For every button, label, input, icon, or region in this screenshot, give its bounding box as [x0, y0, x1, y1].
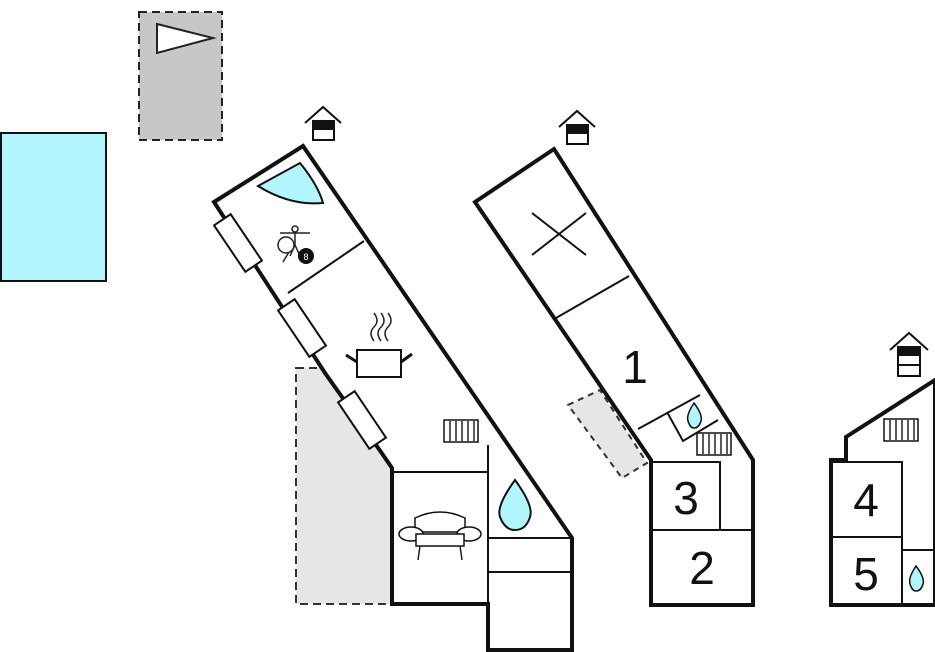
- whirlpool-icon: [256, 161, 325, 205]
- swimming-pool: [0, 132, 107, 282]
- outdoor-area: [566, 388, 649, 480]
- wall: [831, 461, 903, 605]
- wall: [287, 240, 365, 294]
- water-drop-icon: [686, 401, 703, 429]
- wall: [555, 275, 630, 319]
- room-number-4: 4: [853, 474, 879, 526]
- activity-icon: 8: [277, 225, 314, 264]
- house-entrance-icon: [889, 331, 929, 377]
- wall: [666, 411, 719, 443]
- sofa-icon: [398, 511, 482, 561]
- building-3: 4 5: [829, 331, 935, 607]
- wall: [637, 394, 701, 430]
- room-number-5: 5: [853, 548, 879, 600]
- window: [212, 212, 264, 274]
- radiator-icon: [883, 418, 919, 442]
- building-1: 8: [211, 105, 574, 652]
- room-number-2: 2: [689, 542, 715, 594]
- cooking-pot-icon: [345, 312, 413, 378]
- radiator-icon: [443, 419, 479, 443]
- house-entrance-icon: [558, 109, 596, 145]
- house-entrance-icon: [304, 105, 342, 141]
- room-number-1: 1: [622, 341, 648, 393]
- direction-arrow-icon: [156, 22, 217, 55]
- water-drop-icon: [498, 478, 532, 532]
- window: [276, 297, 328, 359]
- open-void-cross-icon: [531, 212, 587, 256]
- water-drop-icon: [908, 564, 925, 592]
- building-2: 1 3 2: [472, 109, 755, 607]
- room-number-3: 3: [673, 472, 699, 524]
- window: [336, 389, 388, 451]
- building-2-outline: [472, 146, 755, 607]
- radiator-icon: [696, 432, 732, 456]
- wall: [651, 461, 721, 530]
- billiard-ball-number: 8: [303, 252, 308, 262]
